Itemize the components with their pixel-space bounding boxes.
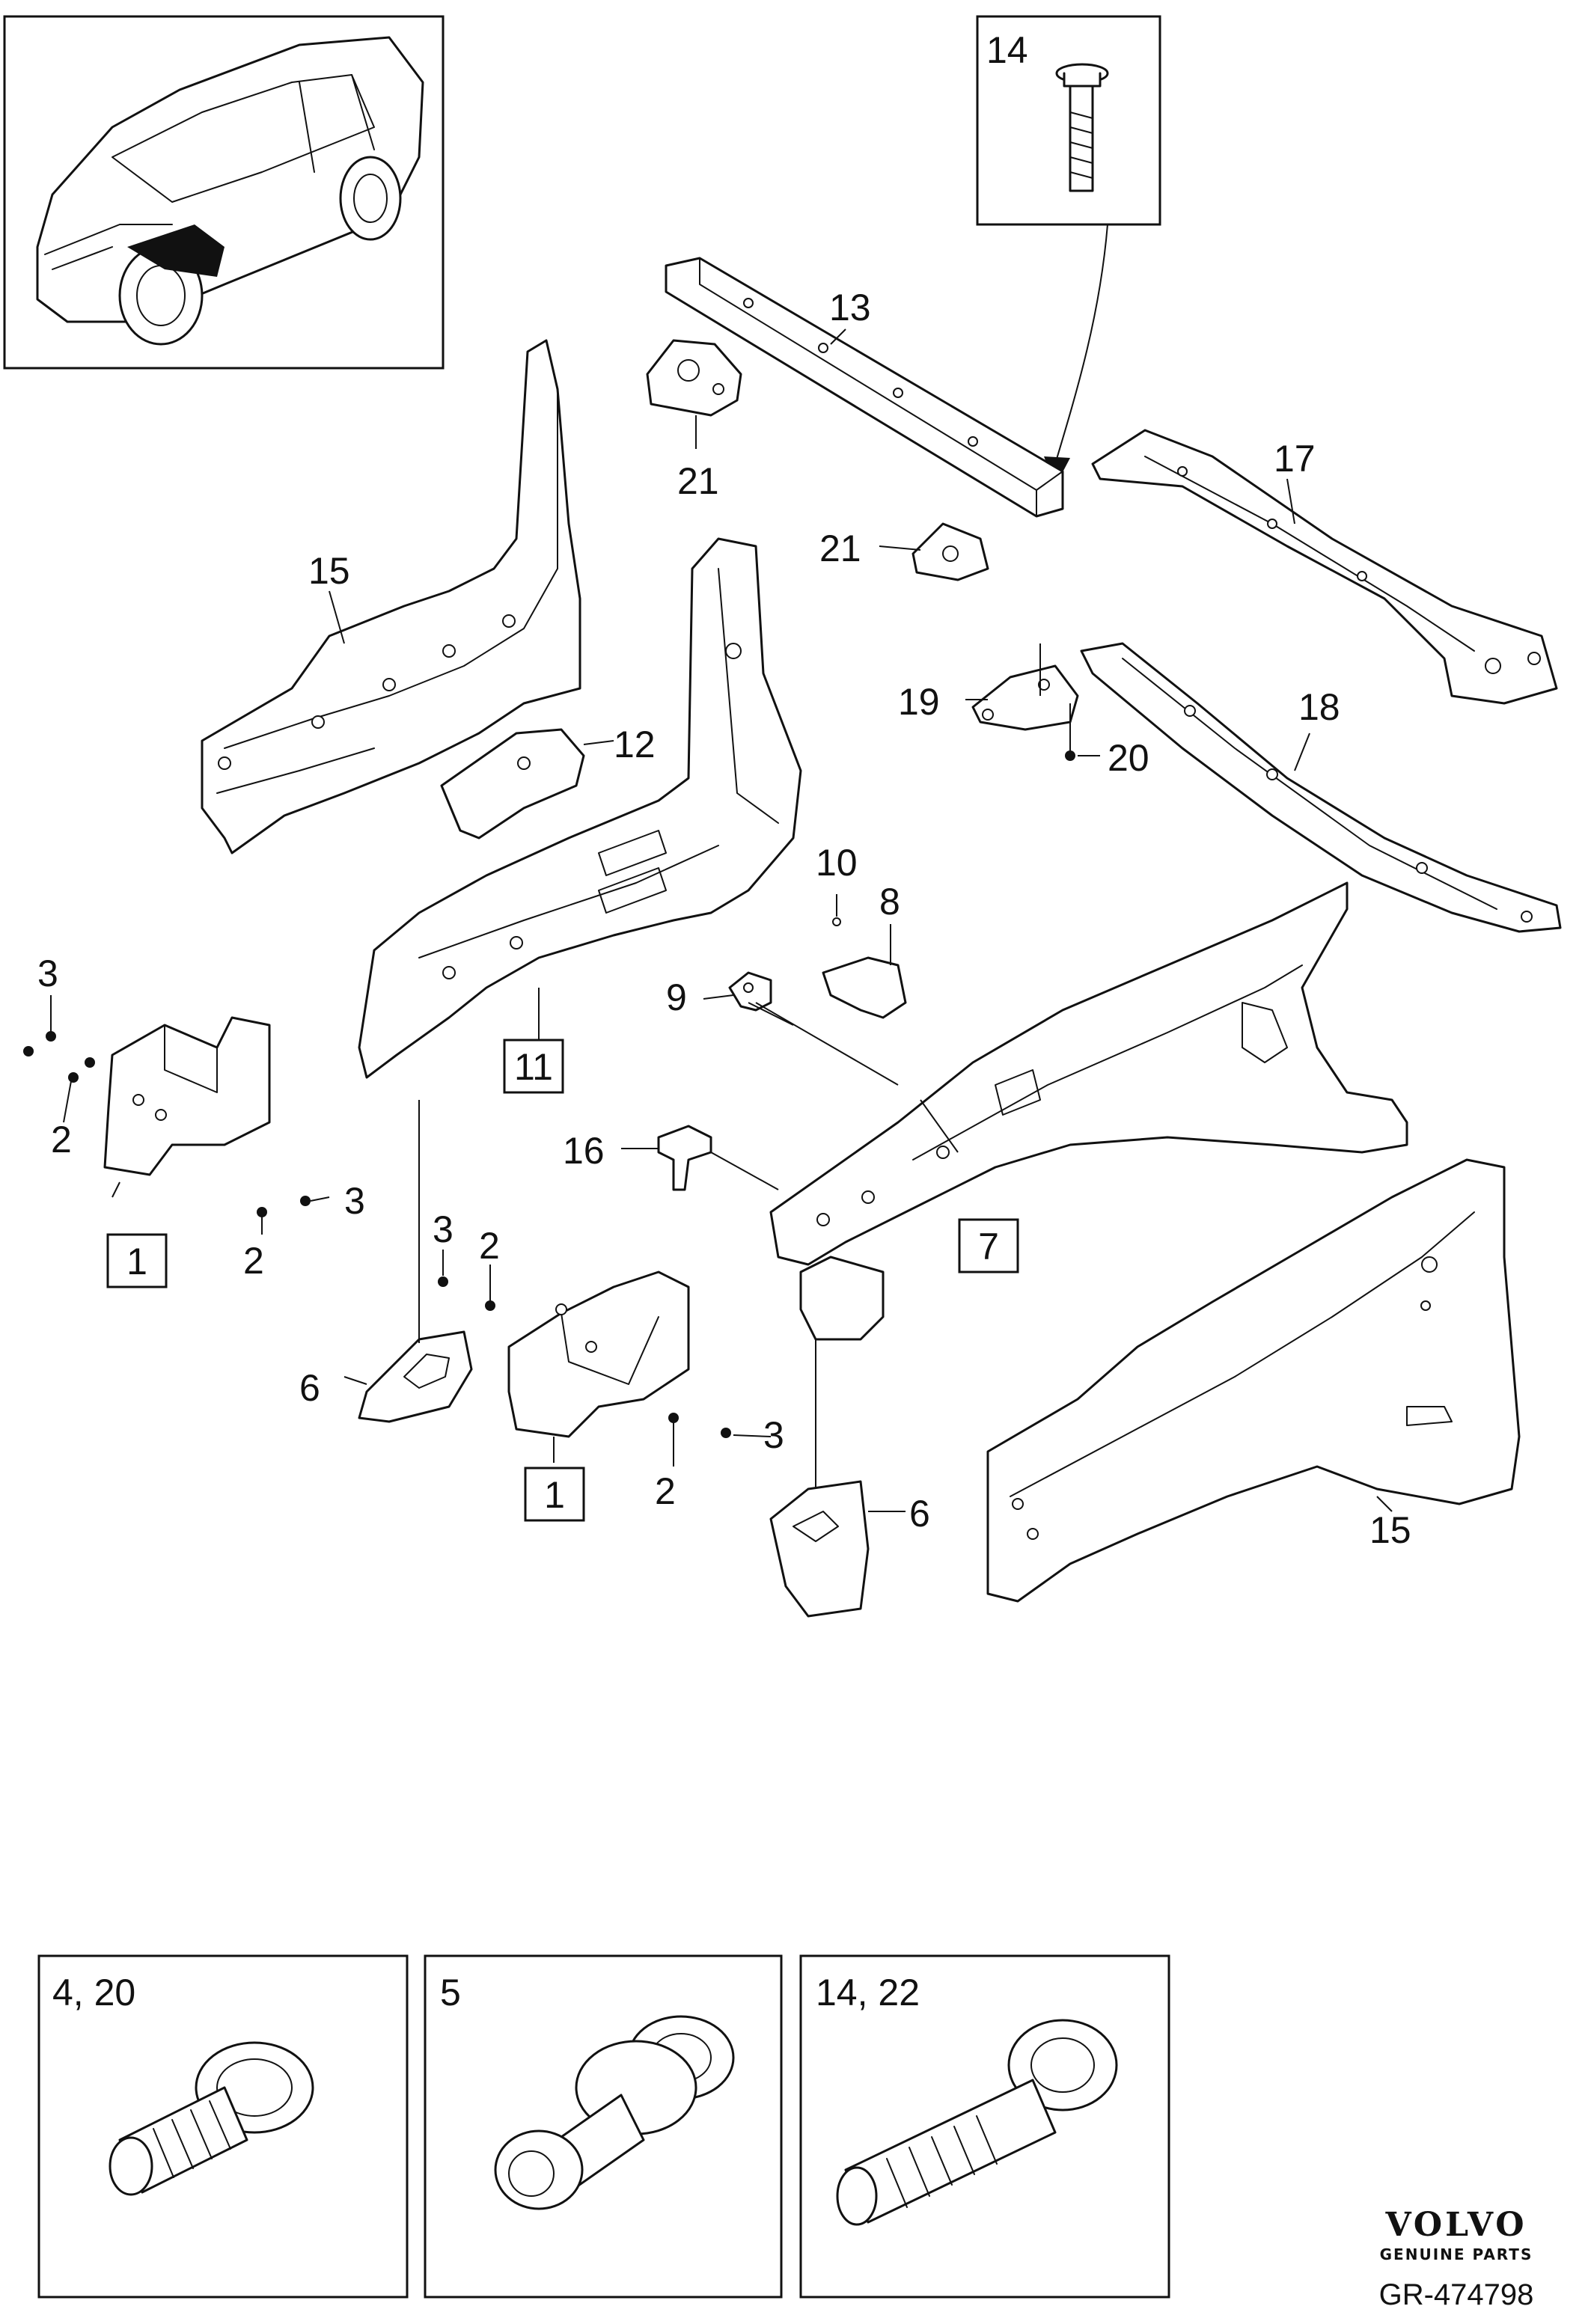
callout-15-upper: 15 [308,550,350,592]
callout-1-b: 1 [544,1474,565,1516]
callout-3-d: 3 [763,1414,784,1456]
leader-lines [50,328,1393,1512]
callout-8: 8 [879,881,900,923]
callout-7: 7 [978,1226,999,1268]
callout-12: 12 [614,724,656,765]
fastener-panel-4-20: 4, 20 [37,1954,409,2299]
stud-icon [494,2015,735,2210]
part-21-bracket-upper [646,339,742,417]
fastener-panel-label: 5 [440,1972,461,2013]
callout-3-a: 3 [37,952,58,994]
part-1-crash-box-upper [103,1016,271,1176]
callout-2-a: 2 [51,1119,72,1161]
part-21-bracket-lower [911,522,989,581]
callout-16: 16 [563,1130,605,1172]
part-11-longitudinal-left [358,537,802,1079]
part-6-bracket-left [358,1330,473,1423]
part-10-clip [832,917,841,926]
part-8-bracket [822,956,907,1019]
callout-11-box [503,1039,564,1094]
callout-14-top: 14 [986,29,1028,71]
fastener-panel-5: 5 [424,1954,783,2299]
callout-20: 20 [1108,737,1149,779]
bolt-14-icon [1055,63,1109,192]
part-1-crash-box-lower [507,1270,690,1438]
callout-labels: 14 13 21 21 17 15 12 19 20 18 10 8 9 3 2… [37,29,1411,1551]
callout-17: 17 [1274,438,1316,480]
callout-2-b: 2 [243,1240,264,1282]
part-12-bracket [440,728,585,840]
fastener-panel-label: 14, 22 [816,1972,920,2013]
fastener-panel-label: 4, 20 [52,1972,135,2013]
callout-15-lower: 15 [1369,1509,1411,1551]
part-20-nut [1065,703,1075,761]
part-15-right-apron [986,1158,1521,1603]
bolt-icon [109,2041,314,2196]
fastener-panel-14-22: 14, 22 [799,1954,1170,2299]
fasteners-lower-middle [438,1276,731,1438]
callout-21-upper: 21 [677,460,719,502]
part-16-bracket [657,1125,712,1191]
callout-18: 18 [1298,686,1340,728]
volvo-wordmark: VOLVO [1384,2206,1527,2244]
callout-7-box [958,1218,1019,1273]
callout-9: 9 [666,976,687,1018]
callout-6-a: 6 [299,1367,320,1409]
highlight-area [127,224,225,277]
callout-19: 19 [898,681,940,723]
part-17-rail [1091,429,1558,705]
bolt-14-inset [976,15,1161,226]
bolt-icon [836,2019,1118,2226]
part-15-left-apron [201,339,581,854]
fasteners-upper-left [23,1031,311,1217]
callout-3-c: 3 [433,1208,454,1250]
part-6-bracket-right [769,1480,870,1618]
callout-2-c: 2 [479,1225,500,1267]
part-7-longitudinal-right [769,881,1408,1341]
part-18-rail [1080,642,1562,933]
callout-21-lower: 21 [819,528,861,569]
part-13-beam [665,257,1064,518]
part-9-bracket [728,971,772,1012]
car-icon [36,36,424,346]
brand-block: VOLVO GENUINE PARTS GR-474798 [1379,2206,1534,2311]
callout-13: 13 [829,287,871,328]
reference-number: GR-474798 [1379,2278,1534,2311]
callout-1-a: 1 [126,1241,147,1282]
callout-3-b: 3 [344,1180,365,1222]
callout-1-box-a [106,1233,168,1288]
callout-10: 10 [816,842,858,884]
callout-11: 11 [514,1046,553,1088]
brand-tagline: GENUINE PARTS [1380,2245,1533,2263]
callout-1-box-b [524,1467,585,1522]
callout-2-d: 2 [655,1470,676,1512]
car-overview-inset [3,15,445,370]
part-19-bracket [971,643,1079,731]
callout-6-b: 6 [909,1493,930,1535]
